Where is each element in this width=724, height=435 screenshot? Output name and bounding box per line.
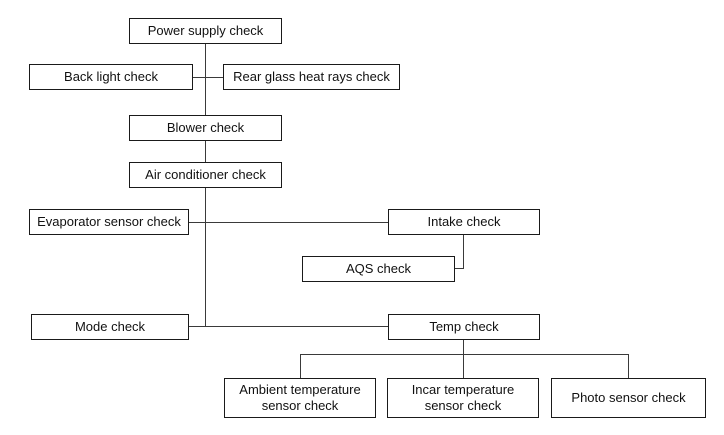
connector-evaporator-to-intake <box>189 222 388 223</box>
aqs-check-box: AQS check <box>302 256 455 282</box>
rear-glass-heat-rays-check-box: Rear glass heat rays check <box>223 64 400 90</box>
connector-intake-to-aqs-horizontal <box>455 268 464 269</box>
power-supply-check-box: Power supply check <box>129 18 282 44</box>
back-light-check-box: Back light check <box>29 64 193 90</box>
blower-check-box: Blower check <box>129 115 282 141</box>
connector-temp-down <box>463 340 464 355</box>
temp-check-box: Temp check <box>388 314 540 340</box>
air-conditioner-check-box: Air conditioner check <box>129 162 282 188</box>
ambient-temperature-sensor-check-box: Ambient temperature sensor check <box>224 378 376 418</box>
connector-sensor-bus <box>300 354 629 355</box>
connector-to-incar-sensor <box>463 354 464 379</box>
incar-temperature-sensor-check-box: Incar temperature sensor check <box>387 378 539 418</box>
connector-main-trunk-upper <box>205 44 206 116</box>
connector-mode-to-temp <box>189 326 388 327</box>
mode-check-box: Mode check <box>31 314 189 340</box>
evaporator-sensor-check-box: Evaporator sensor check <box>29 209 189 235</box>
connector-backlight-to-rearglass <box>193 77 223 78</box>
photo-sensor-check-box: Photo sensor check <box>551 378 706 418</box>
connector-blower-to-aircon <box>205 140 206 162</box>
connector-to-ambient-sensor <box>300 354 301 379</box>
connector-to-photo-sensor <box>628 354 629 379</box>
connector-main-trunk-lower <box>205 187 206 327</box>
intake-check-box: Intake check <box>388 209 540 235</box>
connector-intake-to-aqs-vertical <box>463 235 464 269</box>
